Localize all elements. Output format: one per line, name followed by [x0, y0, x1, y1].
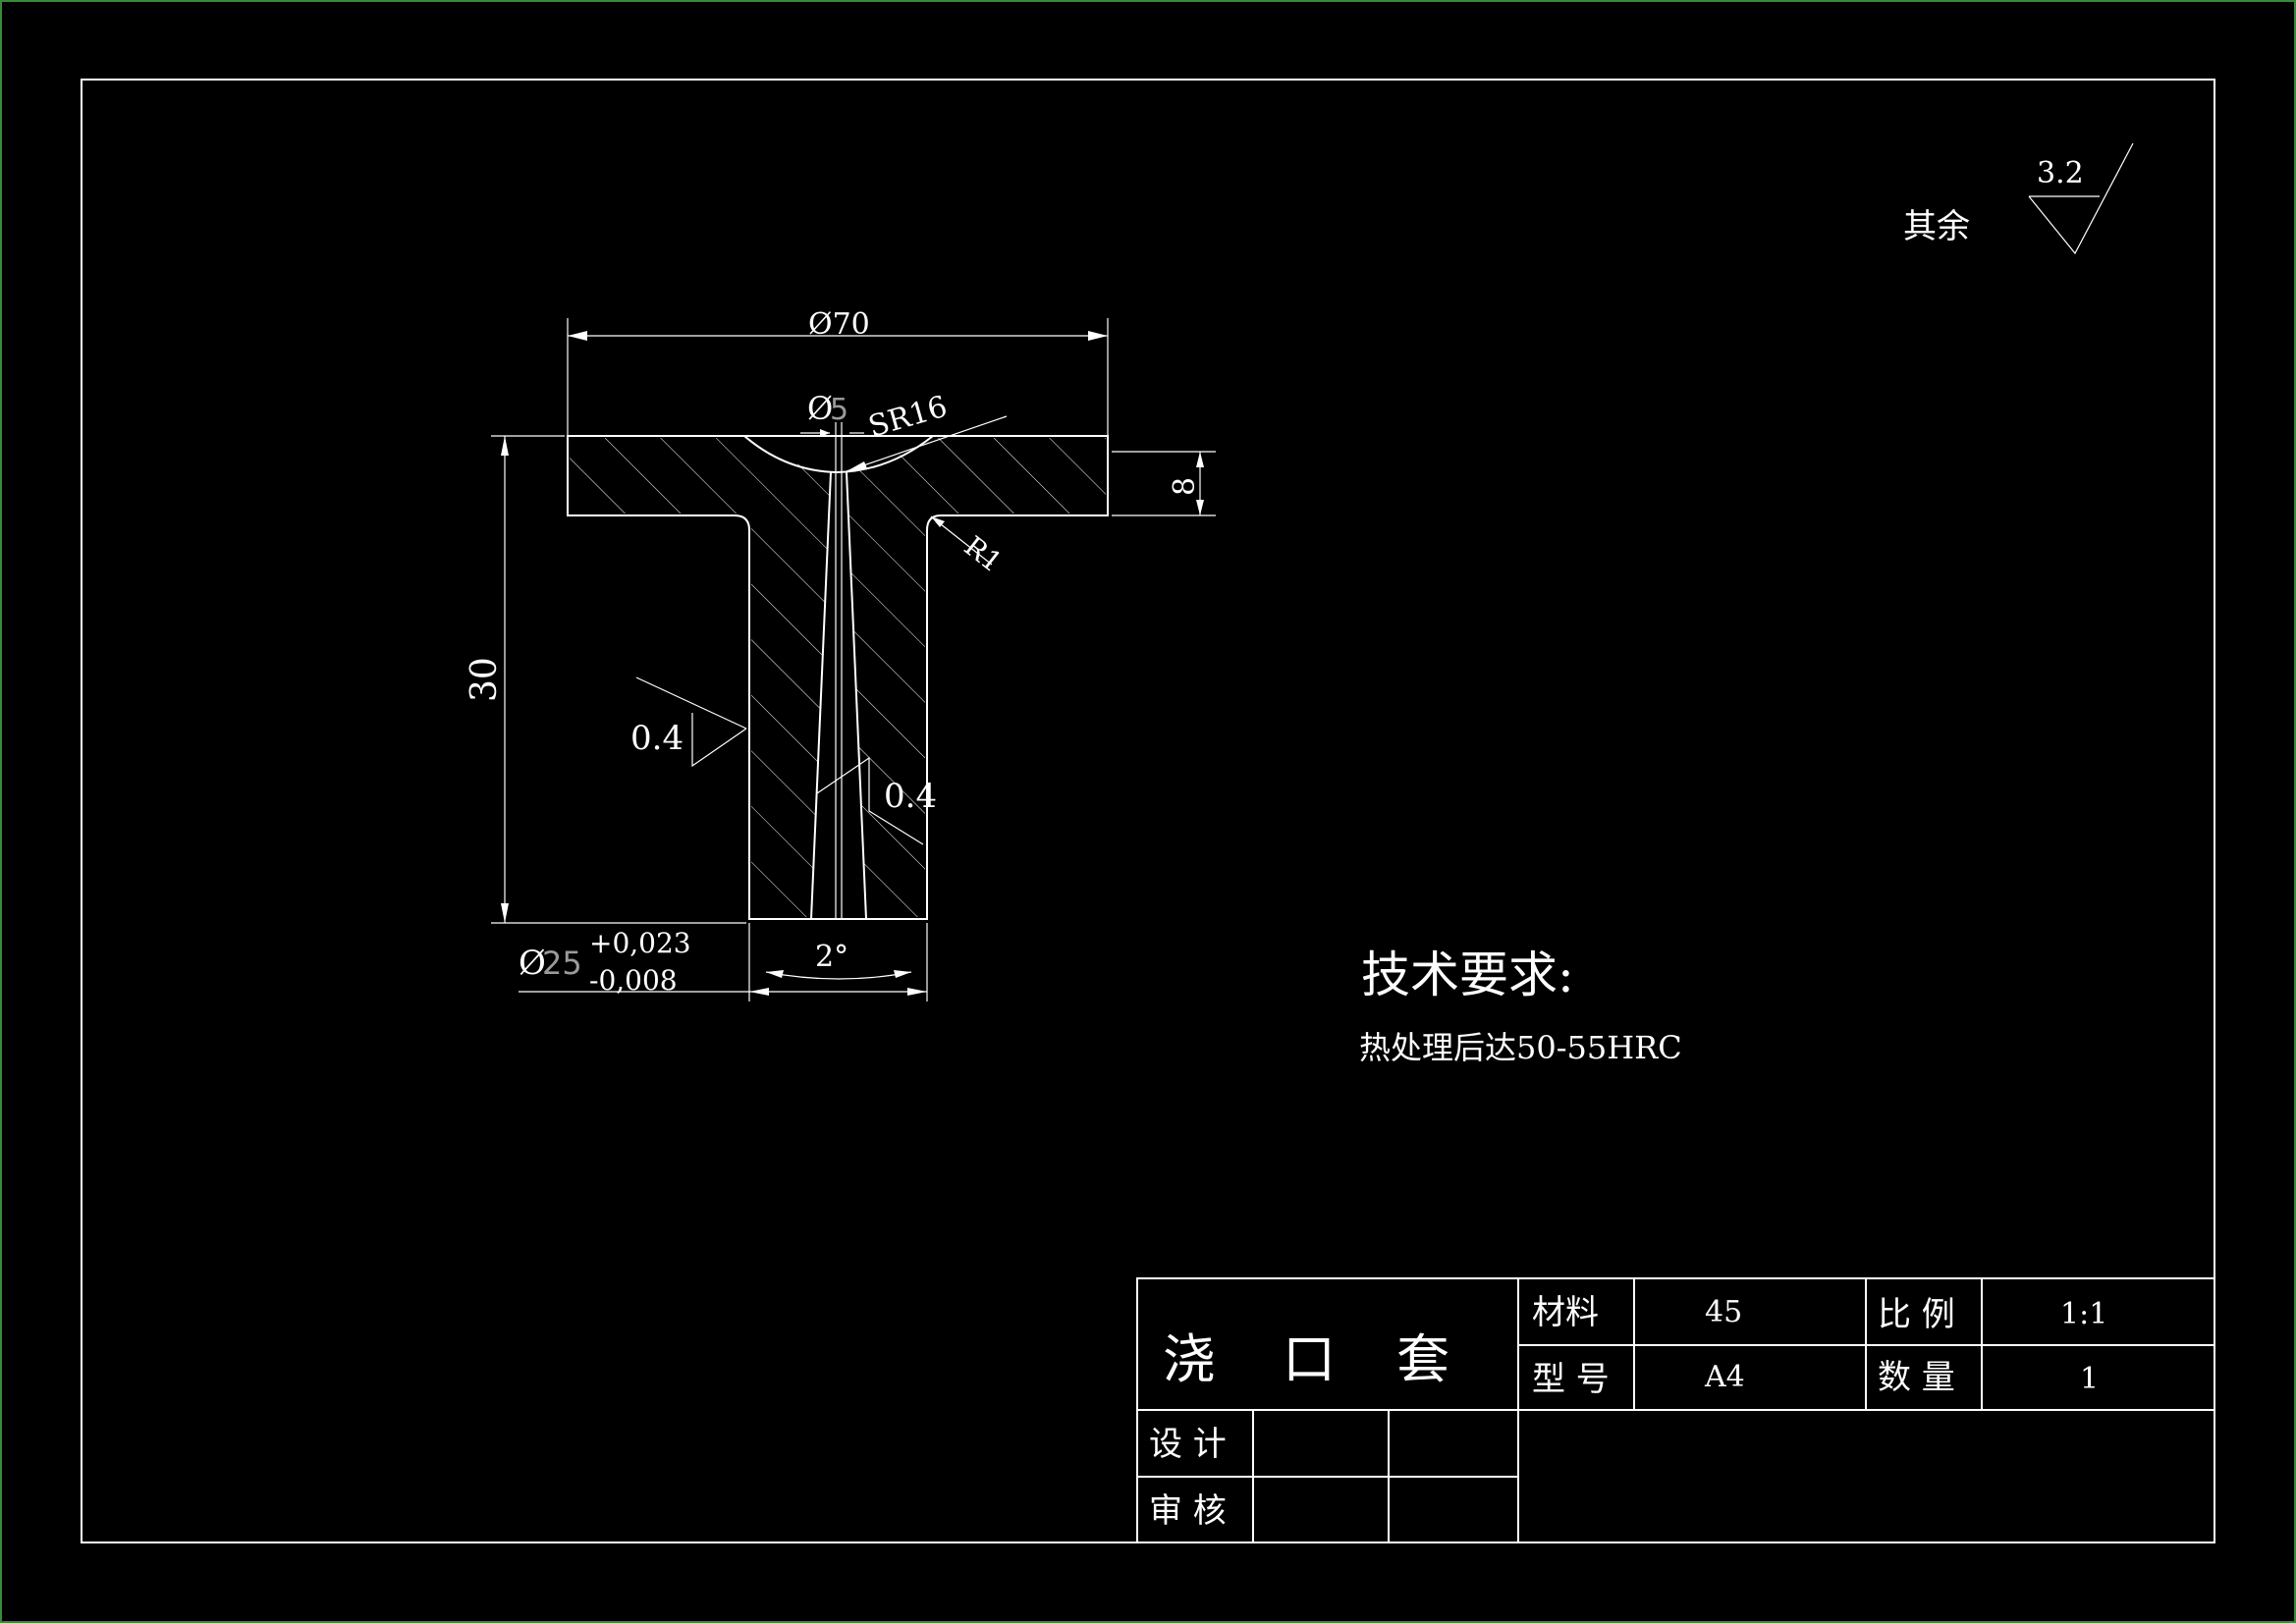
scale-label: 比 例	[1878, 1295, 1955, 1334]
part-outline	[567, 435, 1109, 920]
technical-requirements: 技术要求: 热处理后达50-55HRC	[1359, 947, 1682, 1066]
part-name-char-3: 套	[1396, 1328, 1449, 1390]
roughness-other-label: 其余	[1903, 207, 1970, 246]
model-label: 型 号	[1532, 1360, 1610, 1399]
dimension-shaft-diameter: Ø 25 +0,023 -0,008	[519, 923, 928, 1001]
review-label: 审 核	[1149, 1491, 1227, 1531]
scale-value: 1:1	[2060, 1297, 2107, 1331]
shaft-tolerance-lower: -0,008	[589, 964, 678, 997]
design-label: 设 计	[1149, 1425, 1227, 1464]
roughness-bore: 0.4	[816, 756, 937, 845]
dimension-taper-angle: 2°	[765, 940, 912, 980]
dimension-top-diameter: Ø70	[567, 307, 1109, 436]
hole-diameter-symbol: Ø	[807, 390, 833, 427]
shaft-diameter-symbol: Ø	[519, 944, 546, 983]
hole-diameter-value: 5	[830, 393, 848, 427]
section-hatch-right	[847, 438, 1106, 917]
qty-value: 1	[2080, 1362, 2099, 1396]
material-label: 材料	[1532, 1293, 1599, 1332]
roughness-other: 其余 3.2	[1903, 142, 2134, 255]
title-block: 浇 口 套 材料 45 比 例 1:1 型 号 A4 数 量 1 设 计 审 核	[1136, 1277, 2215, 1543]
tech-req-title: 技术要求:	[1361, 947, 1574, 1003]
bore-right-edge	[846, 471, 867, 920]
roughness-other-value: 3.2	[2037, 156, 2084, 190]
shaft-diameter-value: 25	[542, 945, 582, 982]
dimension-flange-thickness: 8	[1112, 451, 1216, 516]
part-section-view	[567, 422, 1109, 920]
bore-left-edge	[810, 471, 832, 920]
qty-label: 数 量	[1878, 1358, 1955, 1397]
overall-height-label: 30	[465, 657, 505, 702]
tech-req-line-1: 热处理后达50-55HRC	[1359, 1029, 1682, 1066]
flange-thickness-label: 8	[1168, 477, 1202, 496]
part-name-char-2: 口	[1283, 1328, 1336, 1390]
dimension-fillet-radius: R1	[930, 515, 1009, 579]
shaft-tolerance-upper: +0,023	[589, 927, 691, 959]
dimension-overall-height: 30	[465, 435, 746, 924]
dimension-hole-diameter: Ø 5	[800, 390, 864, 437]
sphere-seat-arc	[743, 435, 934, 474]
fillet-radius-label: R1	[958, 530, 1009, 579]
model-value: A4	[1704, 1360, 1745, 1394]
taper-angle-label: 2°	[815, 940, 848, 974]
section-hatch-left	[570, 438, 831, 917]
roughness-outer: 0.4	[630, 676, 747, 768]
material-value: 45	[1705, 1295, 1742, 1329]
roughness-outer-value: 0.4	[630, 719, 683, 758]
part-name-char-1: 浇	[1163, 1328, 1216, 1390]
roughness-bore-value: 0.4	[884, 777, 937, 816]
top-diameter-label: Ø70	[808, 307, 870, 342]
